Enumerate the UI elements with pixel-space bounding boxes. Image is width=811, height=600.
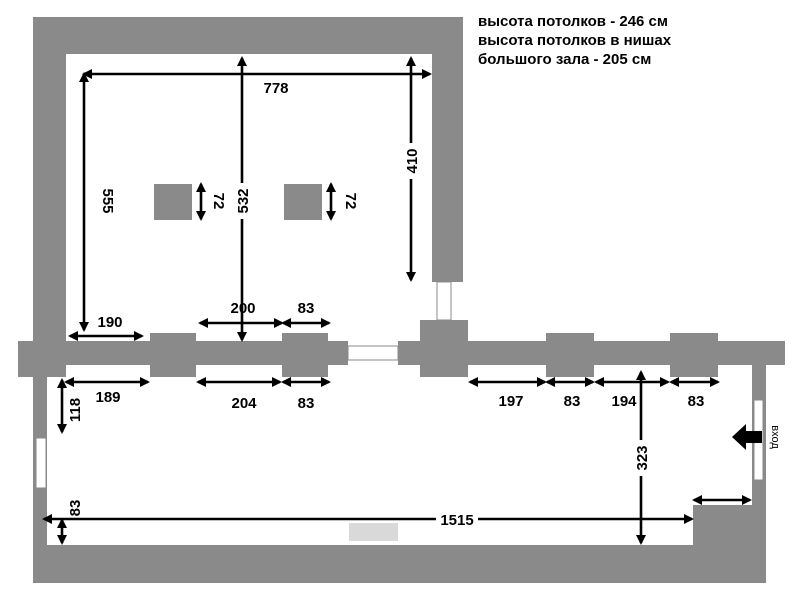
- middle-doorway: [347, 345, 399, 361]
- label-189: 189: [95, 389, 120, 406]
- label-83c: 83: [688, 393, 705, 410]
- pier-3: [420, 320, 468, 377]
- label-83-left: 83: [67, 500, 84, 517]
- corner-block: [693, 505, 766, 583]
- label-204: 204: [231, 395, 257, 412]
- label-col2: 72: [342, 193, 359, 210]
- label-410: 410: [404, 148, 421, 173]
- label-194: 194: [611, 393, 637, 410]
- label-323: 323: [634, 445, 651, 470]
- note-line-1: высота потолков - 246 см: [478, 13, 668, 30]
- ceiling-height-notes: высота потолков - 246 см высота потолков…: [478, 12, 671, 69]
- entrance-label: вход: [769, 425, 781, 449]
- label-555: 555: [99, 188, 116, 213]
- upper-hall-walls: [33, 17, 463, 342]
- lower-left-window: [35, 437, 47, 489]
- label-col1: 72: [210, 193, 227, 210]
- label-83a: 83: [298, 395, 315, 412]
- middle-wall-stub: [18, 341, 66, 377]
- upper-right-window: [436, 281, 452, 321]
- label-410-bg: [402, 143, 420, 179]
- entrance-arrow-icon: [732, 424, 762, 450]
- column-1: [154, 184, 192, 220]
- pier-4: [546, 333, 594, 377]
- upper-top-wall: [33, 17, 463, 54]
- label-83b: 83: [564, 393, 581, 410]
- label-532-bg: [233, 183, 251, 219]
- label-778: 778: [263, 80, 288, 97]
- middle-wall: [18, 320, 785, 377]
- label-83-top: 83: [298, 300, 315, 317]
- label-190: 190: [97, 314, 122, 331]
- pier-5: [670, 333, 718, 377]
- column-2: [284, 184, 322, 220]
- upper-right-wall: [432, 17, 463, 282]
- label-1515: 1515: [440, 512, 473, 529]
- note-line-2: высота потолков в нишах: [478, 32, 672, 49]
- label-323-bg: [632, 440, 650, 476]
- label-778-bg: [258, 79, 294, 96]
- note-line-3: большого зала - 205 см: [478, 51, 652, 68]
- dimension-labels: 778 532 555 410 72 72 190 200 83 189 204…: [67, 79, 781, 529]
- label-118: 118: [67, 398, 84, 422]
- lower-hall-walls: [33, 365, 766, 583]
- lower-bottom-wall: [33, 545, 766, 583]
- floor-patch: [349, 523, 398, 541]
- pier-1: [150, 333, 196, 377]
- pier-2: [282, 333, 328, 377]
- label-532: 532: [235, 188, 252, 213]
- label-1515-bg: [436, 511, 478, 528]
- label-197: 197: [498, 393, 523, 410]
- label-200: 200: [230, 300, 255, 317]
- upper-left-wall: [33, 17, 66, 342]
